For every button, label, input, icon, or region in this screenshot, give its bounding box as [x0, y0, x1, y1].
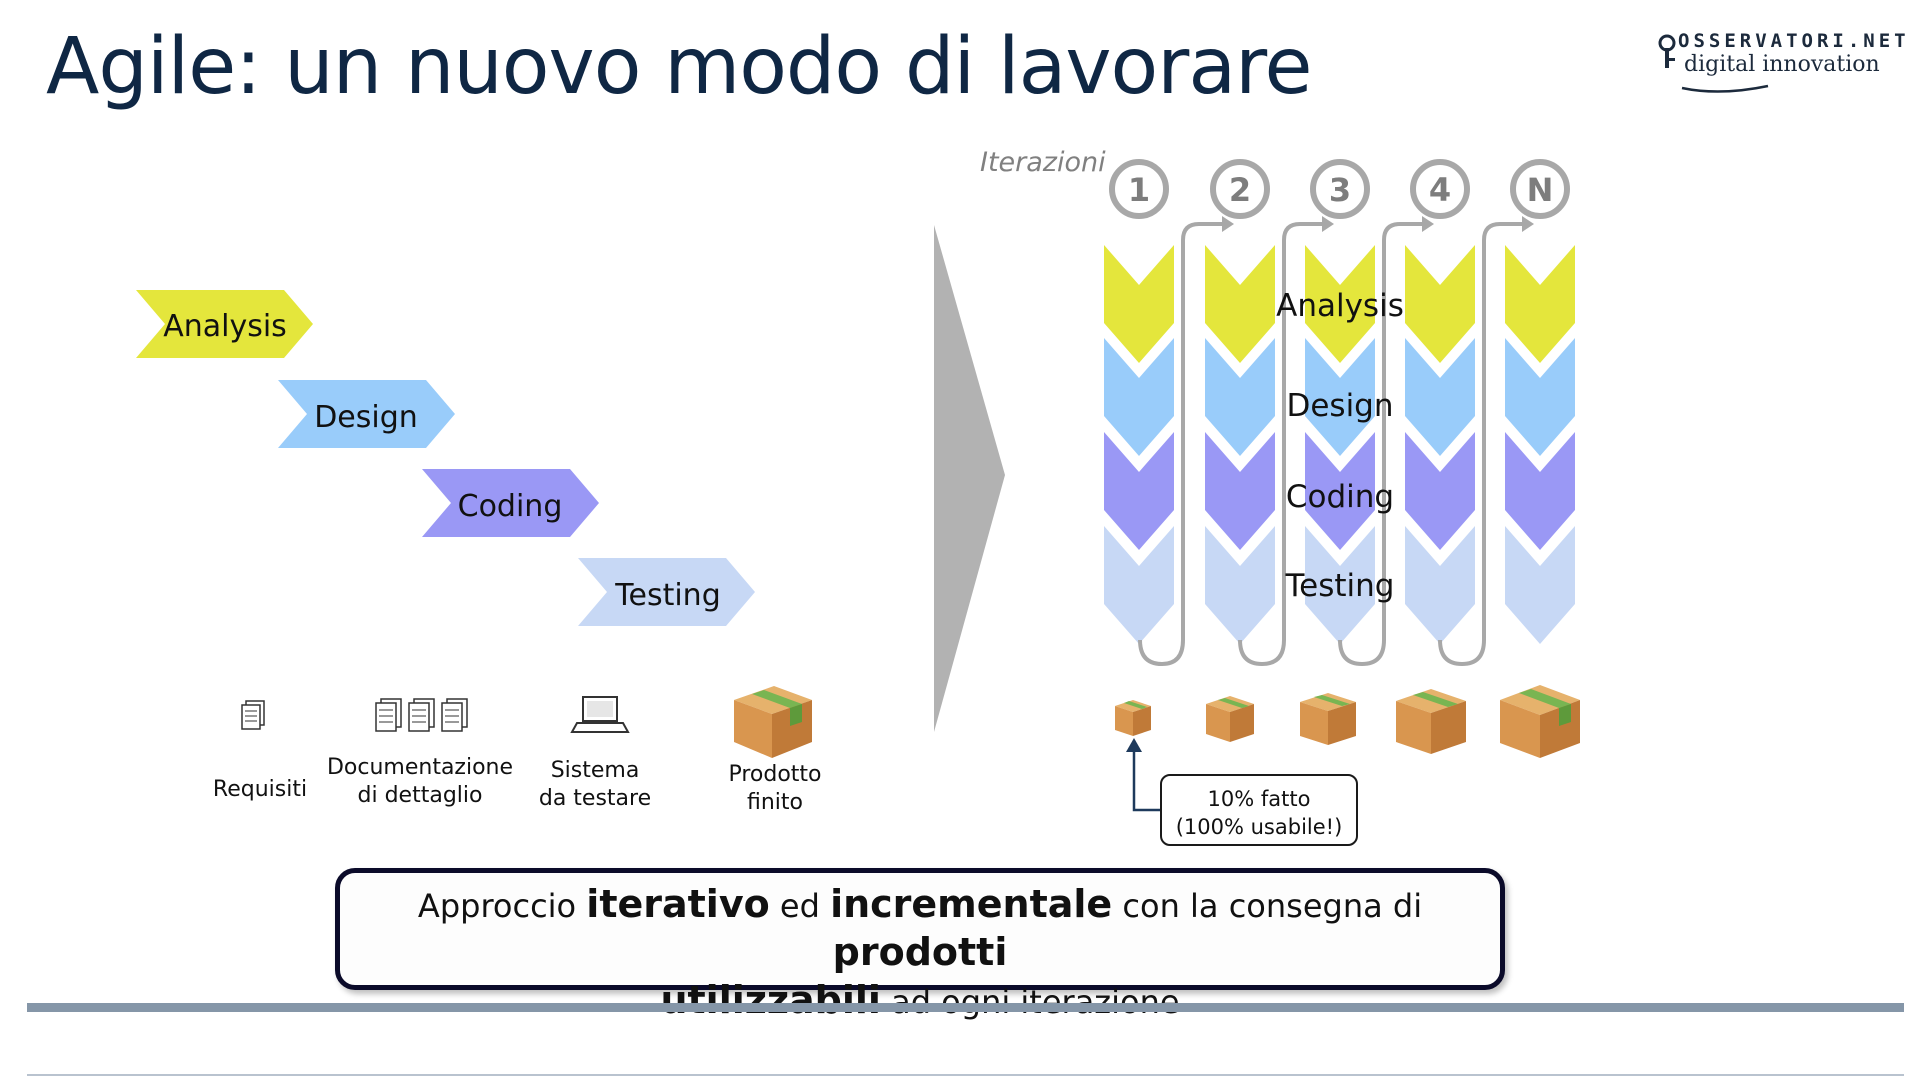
- iteration-3-analysis-chevron: [1305, 245, 1375, 363]
- logo-swoosh: [1681, 84, 1769, 93]
- artifact-requisiti-caption: Requisiti: [212, 777, 308, 802]
- iteration-1-number: 1: [1128, 171, 1150, 209]
- iteration-1-testing-chevron: [1104, 526, 1174, 644]
- waterfall-coding-chevron: Coding: [422, 469, 599, 537]
- waterfall-coding-label: Coding: [458, 489, 563, 524]
- waterfall-design-chevron: Design: [278, 380, 455, 448]
- footer-divider: [27, 1003, 1904, 1012]
- iteration-3-coding-chevron: [1305, 432, 1375, 550]
- box-icon-iteration-1: [1115, 700, 1151, 736]
- iteration-n-coding-chevron: [1505, 432, 1575, 550]
- iteration-4-coding-chevron: [1405, 432, 1475, 550]
- laptop-icon: [570, 696, 630, 733]
- iterations-label: Iterazioni: [980, 147, 1106, 178]
- iteration-n-analysis-chevron: [1505, 245, 1575, 363]
- summary-line-2: utilizzabili ad ogni iterazione: [660, 978, 1180, 1022]
- iteration-3-testing-chevron: [1305, 526, 1375, 644]
- iteration-2-marker: 2: [1210, 159, 1270, 219]
- iteration-2-testing-chevron: [1205, 526, 1275, 644]
- box-icon-iteration-4: [1396, 689, 1466, 754]
- box-icon-iteration-3: [1300, 693, 1356, 745]
- summary-line-1: Approccio iterativo ed incrementale con …: [417, 882, 1423, 974]
- artifact-prodotto-caption: Prodotto finito: [728, 762, 822, 815]
- iteration-n-testing-chevron: [1505, 526, 1575, 644]
- page-title: Agile: un nuovo modo di lavorare: [46, 22, 1312, 112]
- keyhole-icon: [1658, 34, 1676, 68]
- osservatori-logo: OSSERVATORI.NET digital innovation: [1650, 30, 1906, 110]
- loop-connector-4-n: [1438, 222, 1522, 667]
- iteration-1-coding-chevron: [1104, 432, 1174, 550]
- iteration-n-number: N: [1527, 171, 1554, 209]
- iteration-n-marker: N: [1510, 159, 1570, 219]
- box-icon-iteration-n: [1500, 685, 1580, 758]
- agile-coding-label: Coding: [1286, 479, 1394, 515]
- iteration-3-marker: 3: [1310, 159, 1370, 219]
- iteration-2-number: 2: [1229, 171, 1251, 209]
- iteration-n-design-chevron: [1505, 338, 1575, 456]
- iteration-4-analysis-chevron: [1405, 245, 1475, 363]
- iteration-3-number: 3: [1329, 171, 1351, 209]
- waterfall-analysis-chevron: Analysis: [136, 290, 313, 358]
- artifact-sistema-caption: Sistema da testare: [538, 758, 652, 811]
- iteration-1-marker: 1: [1109, 159, 1169, 219]
- callout-pointer-head: [1126, 738, 1142, 752]
- waterfall-phases: Analysis Design Coding Testing: [136, 290, 755, 626]
- iteration-4-design-chevron: [1405, 338, 1475, 456]
- iteration-2-analysis-chevron: [1205, 245, 1275, 363]
- first-iteration-callout: 10% fatto (100% usabile!): [1160, 774, 1358, 846]
- iteration-4-testing-chevron: [1405, 526, 1475, 644]
- logo-line-1: OSSERVATORI.NET: [1678, 30, 1910, 52]
- agile-design-label: Design: [1286, 388, 1393, 424]
- iteration-2-design-chevron: [1205, 338, 1275, 456]
- iteration-markers: 1 2 3 4 N: [1109, 159, 1570, 219]
- iteration-loop-connectors: [1138, 222, 1522, 667]
- iteration-1-design-chevron: [1104, 338, 1174, 456]
- waterfall-testing-chevron: Testing: [578, 558, 755, 626]
- callout-pointer: [1132, 746, 1160, 812]
- iteration-4-marker: 4: [1410, 159, 1470, 219]
- iteration-4-number: 4: [1429, 171, 1451, 209]
- box-icon: [734, 686, 812, 758]
- loop-connector-1-2: [1138, 222, 1222, 667]
- waterfall-analysis-label: Analysis: [163, 309, 287, 344]
- logo-line-2: digital innovation: [1684, 52, 1880, 77]
- agile-iteration-columns: [1104, 245, 1575, 644]
- iteration-1-analysis-chevron: [1104, 245, 1174, 363]
- waterfall-design-label: Design: [314, 400, 418, 435]
- iteration-2-coding-chevron: [1205, 432, 1275, 550]
- document-icon: [241, 700, 265, 730]
- documents-stack-icon: [375, 698, 468, 732]
- box-icon-iteration-2: [1206, 696, 1254, 742]
- summary-box: Approccio iterativo ed incrementale con …: [335, 868, 1505, 1022]
- loop-arrowheads: [1222, 216, 1534, 232]
- incremental-boxes: [1115, 685, 1580, 758]
- agile-testing-label: Testing: [1285, 568, 1395, 604]
- iteration-3-design-chevron: [1305, 338, 1375, 456]
- footer-thin-divider: [27, 1074, 1904, 1076]
- loop-connector-2-3: [1238, 222, 1322, 667]
- loop-connector-3-4: [1338, 222, 1422, 667]
- transition-arrow: [934, 225, 1005, 732]
- artifact-documentazione-caption: Documentazione di dettaglio: [326, 755, 514, 808]
- waterfall-testing-label: Testing: [614, 578, 720, 613]
- agile-analysis-label: Analysis: [1276, 288, 1404, 324]
